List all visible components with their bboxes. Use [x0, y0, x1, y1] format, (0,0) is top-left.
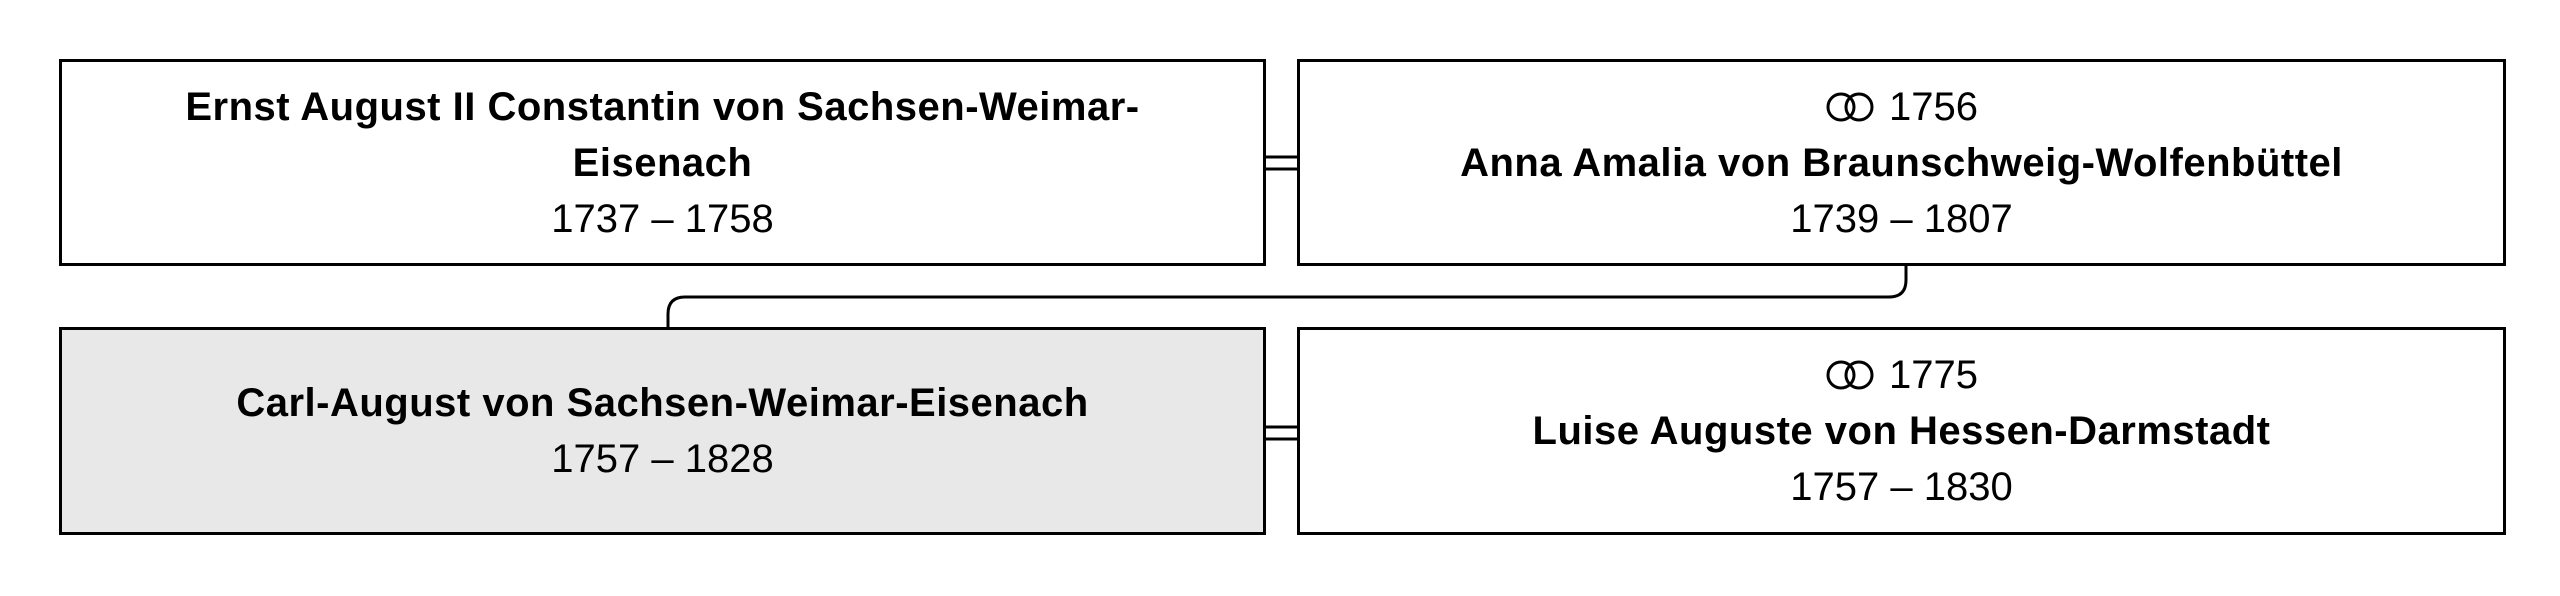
person-box-carl-august[interactable]: Carl-August von Sachsen-Weimar-Eisenach … [59, 327, 1266, 535]
person-name: Ernst August II Constantin von Sachsen-W… [185, 84, 1140, 185]
wedding-rings-icon [1826, 92, 1874, 121]
marriage-info: 1775 [1825, 347, 1978, 403]
marriage-year: 1756 [1889, 84, 1978, 129]
marriage-info: 1756 [1825, 79, 1978, 135]
person-box-luise-auguste[interactable]: 1775 Luise Auguste von Hessen-Darmstadt … [1297, 327, 2506, 535]
marriage-year: 1775 [1889, 353, 1978, 397]
wedding-rings-icon [1826, 360, 1874, 390]
person-box-anna-amalia[interactable]: 1756 Anna Amalia von Braunschweig-Wolfen… [1297, 59, 2506, 266]
person-dates: 1737 – 1758 [551, 196, 774, 241]
descent-connector [666, 263, 1908, 329]
marriage-connector-2 [1263, 425, 1300, 441]
person-dates: 1757 – 1828 [551, 437, 774, 481]
person-name: Luise Auguste von Hessen-Darmstadt [1532, 409, 2271, 453]
person-name: Carl-August von Sachsen-Weimar-Eisenach [236, 381, 1089, 425]
person-dates: 1757 – 1830 [1790, 465, 2013, 509]
person-name: Anna Amalia von Braunschweig-Wolfenbütte… [1460, 140, 2343, 185]
person-dates: 1739 – 1807 [1790, 196, 2013, 241]
marriage-connector-1 [1263, 155, 1300, 171]
person-box-ernst-august[interactable]: Ernst August II Constantin von Sachsen-W… [59, 59, 1266, 266]
